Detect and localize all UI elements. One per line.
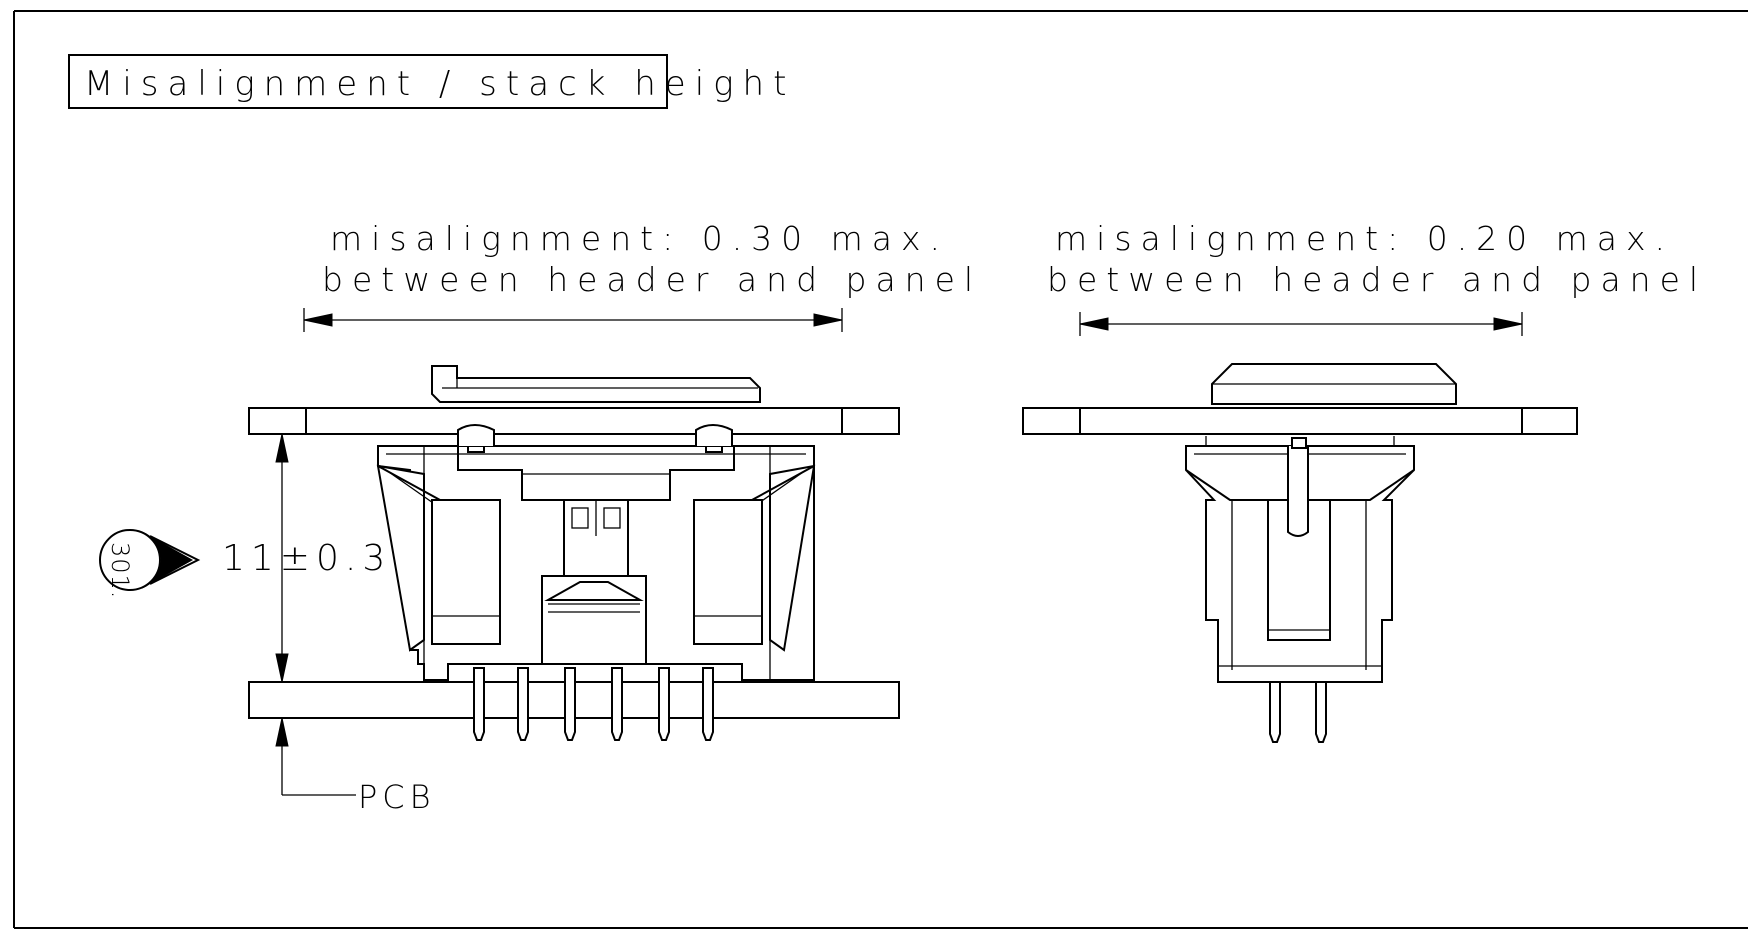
inspection-balloon-text: 301. — [106, 542, 134, 599]
right-misalignment-note-line1: misalignment: 0.20 max. — [1055, 219, 1674, 258]
right-misalignment-dimension-line — [1079, 312, 1523, 336]
left-pins — [473, 667, 714, 741]
right-pins — [1269, 681, 1327, 743]
left-misalignment-note-line2: between header and panel — [322, 260, 982, 299]
left-header-base — [447, 663, 743, 683]
stack-height-text: 11±0.3 — [222, 538, 391, 579]
inspection-balloon: 301. — [99, 529, 201, 599]
left-latch — [431, 365, 761, 403]
sheet-border — [13, 10, 1748, 929]
left-misalignment-note-line1: misalignment: 0.30 max. — [330, 219, 949, 258]
right-cap — [1211, 363, 1457, 405]
title-text: Misalignment / stack height — [84, 64, 795, 104]
pcb-label: PCB — [358, 778, 436, 816]
stack-height-dimension — [275, 433, 289, 683]
left-panel — [248, 407, 900, 435]
left-misalignment-dimension-line — [303, 308, 843, 332]
right-misalignment-note-line2: between header and panel — [1047, 260, 1707, 299]
right-header-housing — [1185, 436, 1415, 683]
left-center-latch — [541, 499, 647, 673]
left-inner-slots — [431, 499, 763, 645]
left-view: misalignment: 0.30 max. between header a… — [99, 219, 982, 816]
right-view: misalignment: 0.20 max. between header a… — [1022, 219, 1707, 743]
right-panel — [1022, 407, 1578, 435]
pcb-leader — [275, 717, 356, 796]
title-box: Misalignment / stack height — [68, 54, 795, 109]
